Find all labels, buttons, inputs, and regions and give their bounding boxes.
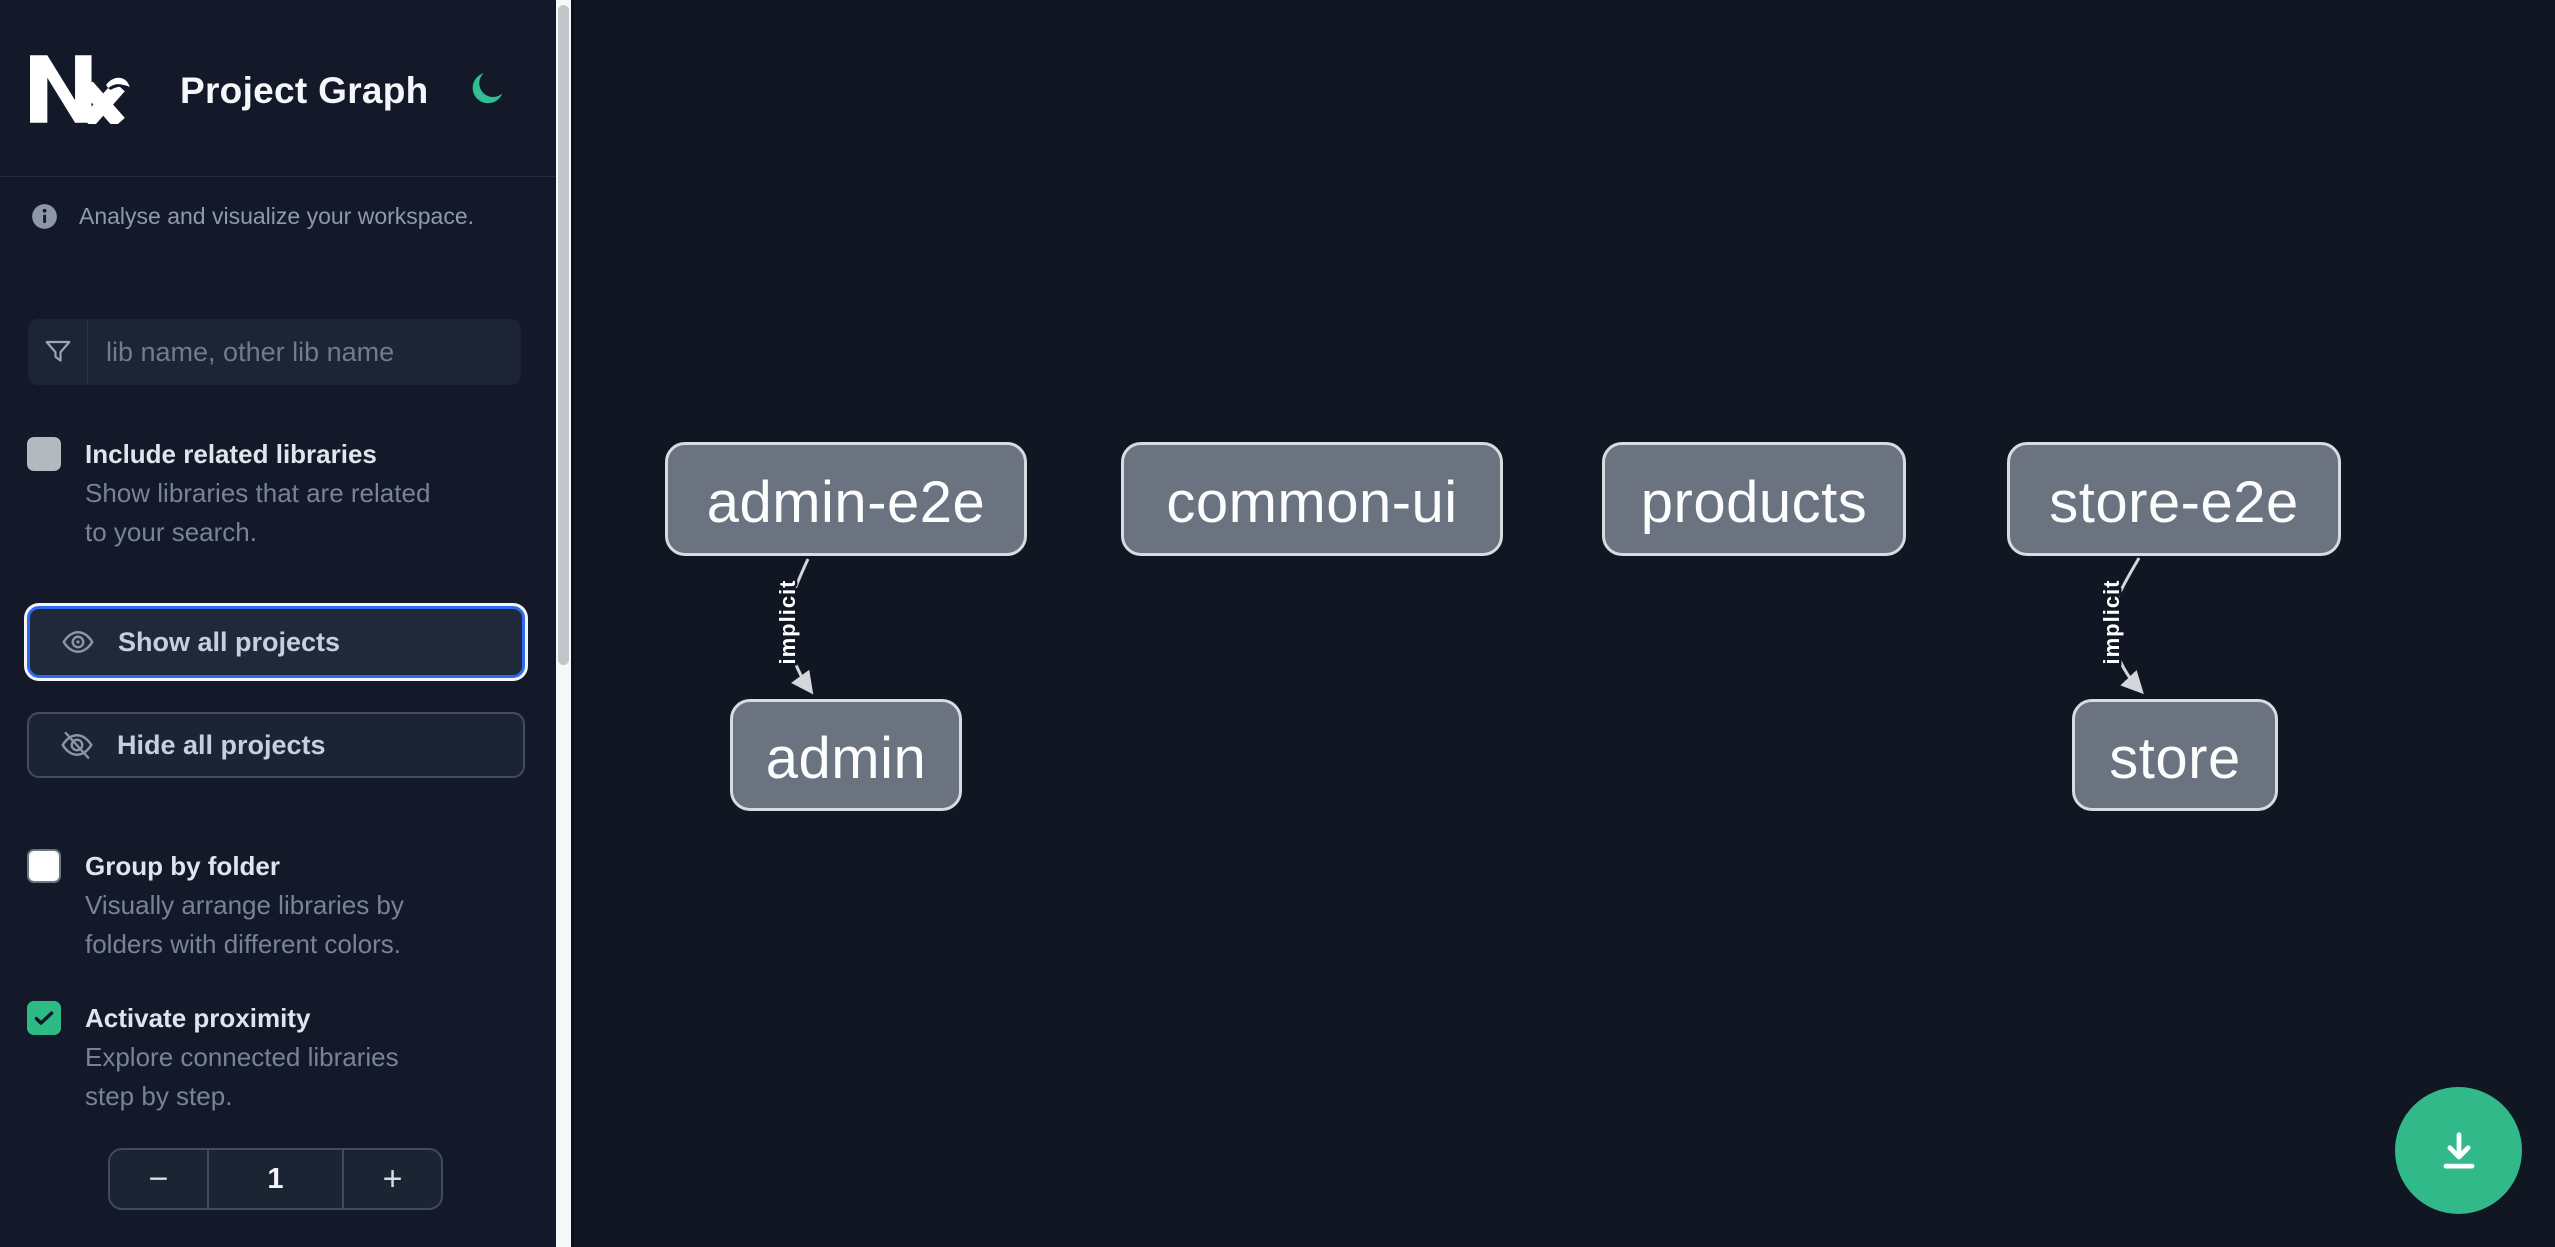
show-all-projects-button[interactable]: Show all projects	[27, 606, 525, 678]
workspace-info: Analyse and visualize your workspace.	[31, 203, 474, 230]
sidebar-scrollbar-track	[556, 0, 571, 1247]
option-label: Include related libraries	[85, 439, 377, 469]
option-description: Explore connected libraries step by step…	[85, 1042, 399, 1111]
project-node-store-e2e[interactable]: store-e2e	[2007, 442, 2341, 556]
hide-all-projects-label: Hide all projects	[117, 729, 326, 760]
download-icon	[2443, 1131, 2474, 1169]
include-related-checkbox[interactable]	[27, 437, 61, 471]
increment-button[interactable]: +	[344, 1150, 441, 1208]
hide-all-projects-button[interactable]: Hide all projects	[27, 712, 525, 778]
page-title: Project Graph	[180, 70, 429, 111]
download-graph-button[interactable]	[2395, 1087, 2522, 1214]
proximity-depth-stepper: − 1 +	[108, 1148, 443, 1210]
checkmark-icon	[34, 1011, 54, 1025]
search-icon-cell	[28, 319, 88, 385]
project-node-admin[interactable]: admin	[730, 699, 962, 811]
option-label: Activate proximity	[85, 1003, 311, 1033]
project-node-admin-e2e[interactable]: admin-e2e	[665, 442, 1027, 556]
show-all-projects-label: Show all projects	[118, 626, 341, 657]
theme-toggle-button[interactable]	[466, 68, 508, 110]
option-label: Group by folder	[85, 851, 280, 881]
eye-icon	[62, 631, 94, 653]
project-node-common-ui[interactable]: common-ui	[1121, 442, 1503, 556]
search-input[interactable]	[88, 319, 521, 385]
eye-slash-icon	[61, 731, 93, 759]
activate-proximity-checkbox[interactable]	[27, 1001, 61, 1035]
proximity-depth-value[interactable]: 1	[207, 1150, 344, 1208]
option-activate-proximity: Activate proximity Explore connected lib…	[27, 998, 527, 1116]
sidebar-scrollbar-thumb[interactable]	[558, 5, 569, 665]
decrement-button[interactable]: −	[110, 1150, 207, 1208]
info-icon	[32, 204, 57, 229]
moon-icon	[472, 73, 503, 104]
option-include-related-libraries: Include related libraries Show libraries…	[27, 434, 527, 552]
workspace-info-text: Analyse and visualize your workspace.	[79, 203, 475, 229]
search-box	[28, 319, 521, 385]
nx-logo	[30, 55, 130, 124]
group-by-folder-checkbox[interactable]	[27, 849, 61, 883]
option-description: Visually arrange libraries by folders wi…	[85, 890, 404, 959]
filter-funnel-icon	[45, 340, 70, 362]
sidebar-header: Project Graph	[0, 0, 557, 177]
sidebar: Project Graph Analyse and visualize your…	[0, 0, 557, 1247]
option-group-by-folder: Group by folder Visually arrange librari…	[27, 846, 527, 964]
sidebar-canvas-divider	[571, 0, 574, 1247]
graph-canvas[interactable]	[574, 0, 2555, 1247]
project-node-store[interactable]: store	[2072, 699, 2278, 811]
project-node-products[interactable]: products	[1602, 442, 1906, 556]
option-description: Show libraries that are related to your …	[85, 478, 431, 547]
